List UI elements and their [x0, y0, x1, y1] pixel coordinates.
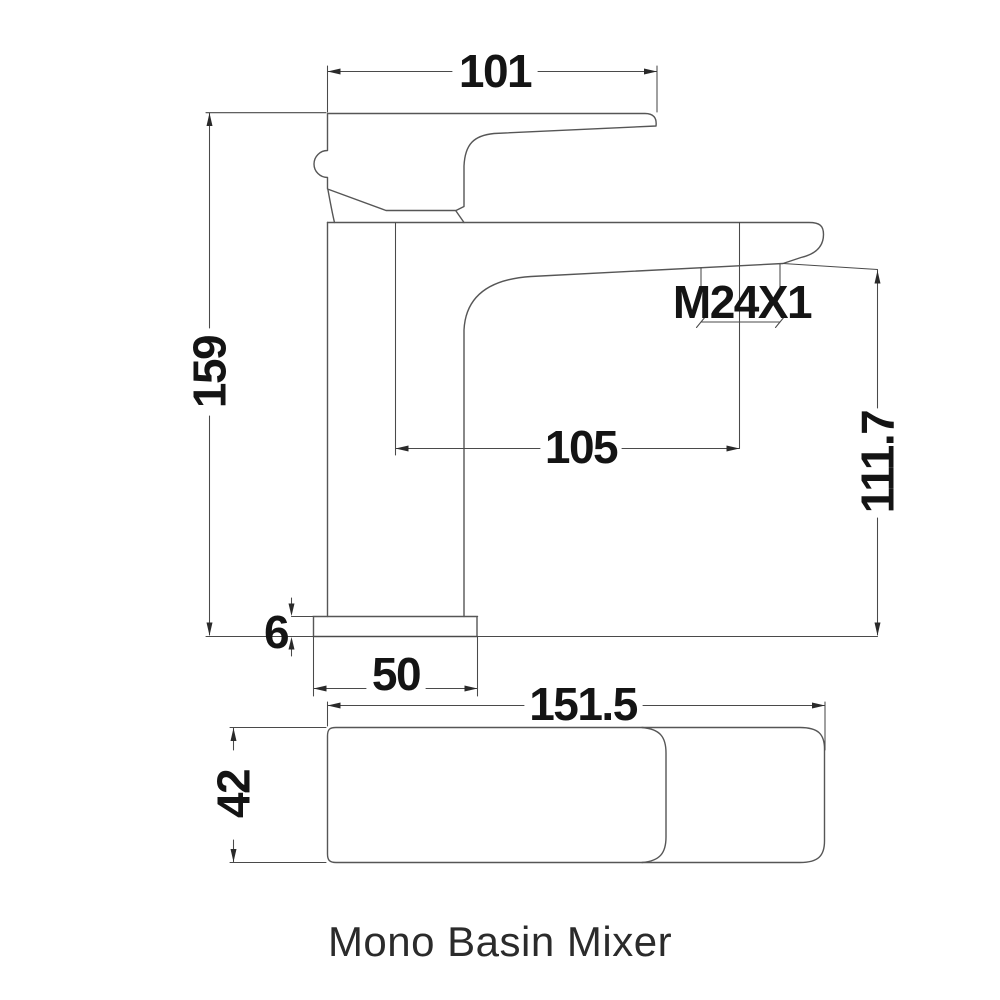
side-view [312, 112, 825, 638]
dim-42-label: 42 [208, 770, 260, 818]
ext-111-top [782, 262, 879, 271]
dim-50-arrow-left [313, 685, 327, 692]
dim-151-label: 151.5 [529, 678, 638, 730]
dim-42-arrow-bottom [230, 849, 237, 862]
dim-111-label: 111.7 [852, 411, 904, 514]
dim-159-arrow-top [206, 113, 213, 126]
dim-105-arrow-left [395, 445, 409, 452]
extension-lines [205, 65, 879, 864]
dim-42-arrow-top [230, 728, 237, 741]
dim-159-label: 159 [184, 336, 236, 408]
thread-oblique-ticks [695, 315, 786, 329]
dimension-labels: 101 159 105 M24X1 111.7 6 50 151.5 42 [184, 45, 904, 818]
product-caption: Mono Basin Mixer [328, 918, 672, 965]
dim-111-arrow-top [874, 270, 881, 284]
dim-105-arrow-right [726, 445, 740, 452]
neck-left-edge [327, 189, 336, 224]
dim-101-arrow-right [644, 68, 657, 75]
dim-151-arrow-right [812, 702, 825, 709]
dim-151-arrow-left [327, 702, 341, 709]
top-view [326, 726, 826, 864]
body-spout-outline [326, 221, 825, 618]
footprint-outline [326, 726, 826, 864]
dim-6-label: 6 [264, 606, 288, 658]
handle-lever-outline [313, 112, 657, 212]
dim-50-label: 50 [372, 648, 420, 700]
dimension-lines [206, 68, 881, 864]
footprint-divider [641, 726, 667, 864]
dim-101-arrow-left [327, 68, 341, 75]
dim-6-arrow-up [288, 637, 295, 650]
dim-50-arrow-right [464, 685, 478, 692]
dim-101-label: 101 [459, 45, 532, 97]
dim-6-arrow-down [288, 603, 295, 616]
dim-111-arrow-bottom [874, 622, 881, 636]
dim-159-arrow-bottom [206, 622, 213, 636]
base-plate [312, 615, 479, 638]
dim-105-label: 105 [545, 421, 618, 473]
thread-spec-label: M24X1 [673, 276, 812, 328]
neck-right-edge [455, 210, 465, 224]
